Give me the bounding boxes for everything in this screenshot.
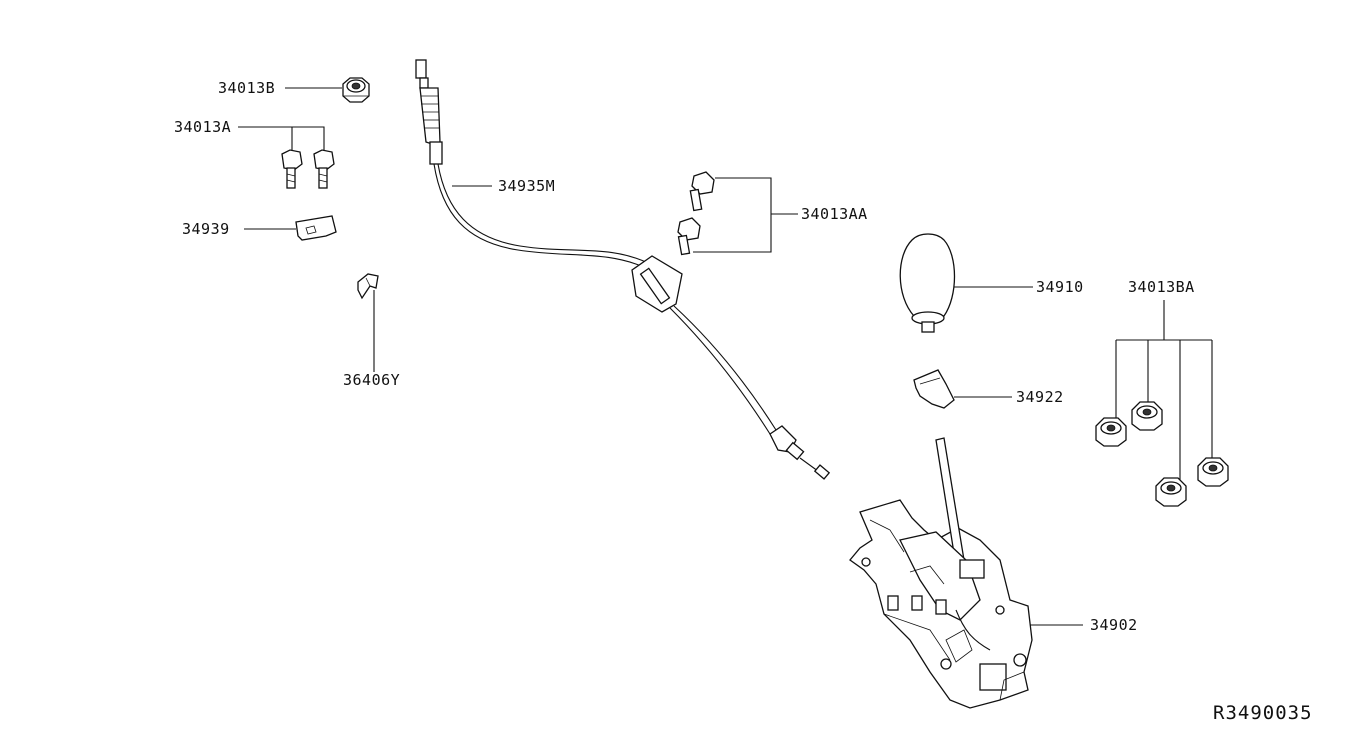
diagram-code: R3490035 xyxy=(1213,702,1313,724)
label-34013ba[interactable]: 34013BA xyxy=(1128,278,1195,296)
knob-34910[interactable] xyxy=(899,233,956,333)
clip-36406y[interactable] xyxy=(357,273,379,300)
label-34939[interactable]: 34939 xyxy=(182,220,230,238)
nuts-34013ba[interactable] xyxy=(1095,401,1229,507)
leader-lines xyxy=(238,87,1213,626)
boot-34922[interactable] xyxy=(913,369,955,409)
label-34013a[interactable]: 34013A xyxy=(174,118,232,136)
label-36406y[interactable]: 36406Y xyxy=(343,371,401,389)
label-34013aa[interactable]: 34013AA xyxy=(801,205,868,223)
label-34910[interactable]: 34910 xyxy=(1036,278,1084,296)
nut-34013b[interactable] xyxy=(342,77,370,103)
label-34922[interactable]: 34922 xyxy=(1016,388,1064,406)
label-34902[interactable]: 34902 xyxy=(1090,616,1138,634)
bolts-34013a[interactable] xyxy=(281,149,335,189)
label-34935m[interactable]: 34935M xyxy=(498,177,556,195)
cable-34935m[interactable] xyxy=(415,59,831,480)
clip-34939[interactable] xyxy=(295,215,337,241)
bolts-34013aa[interactable] xyxy=(677,171,715,256)
shifter-assembly-34902[interactable] xyxy=(849,437,1033,709)
label-34013b[interactable]: 34013B xyxy=(218,79,276,97)
